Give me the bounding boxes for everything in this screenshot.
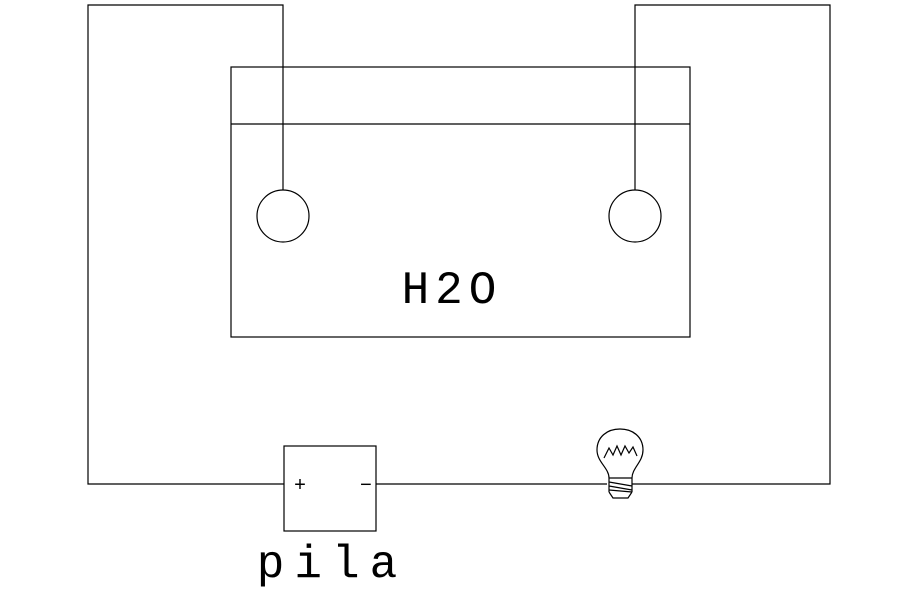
left-electrode	[256, 189, 310, 243]
water-tank	[230, 66, 691, 338]
battery: + −	[283, 445, 377, 532]
battery-negative-terminal: −	[360, 475, 372, 498]
battery-label: pila	[257, 539, 407, 591]
container-label: H2O	[402, 265, 503, 317]
battery-positive-terminal: +	[294, 475, 306, 498]
left-wire	[87, 4, 284, 485]
right-electrode	[608, 189, 662, 243]
right-wire	[632, 4, 831, 485]
light-bulb-icon	[596, 428, 644, 499]
